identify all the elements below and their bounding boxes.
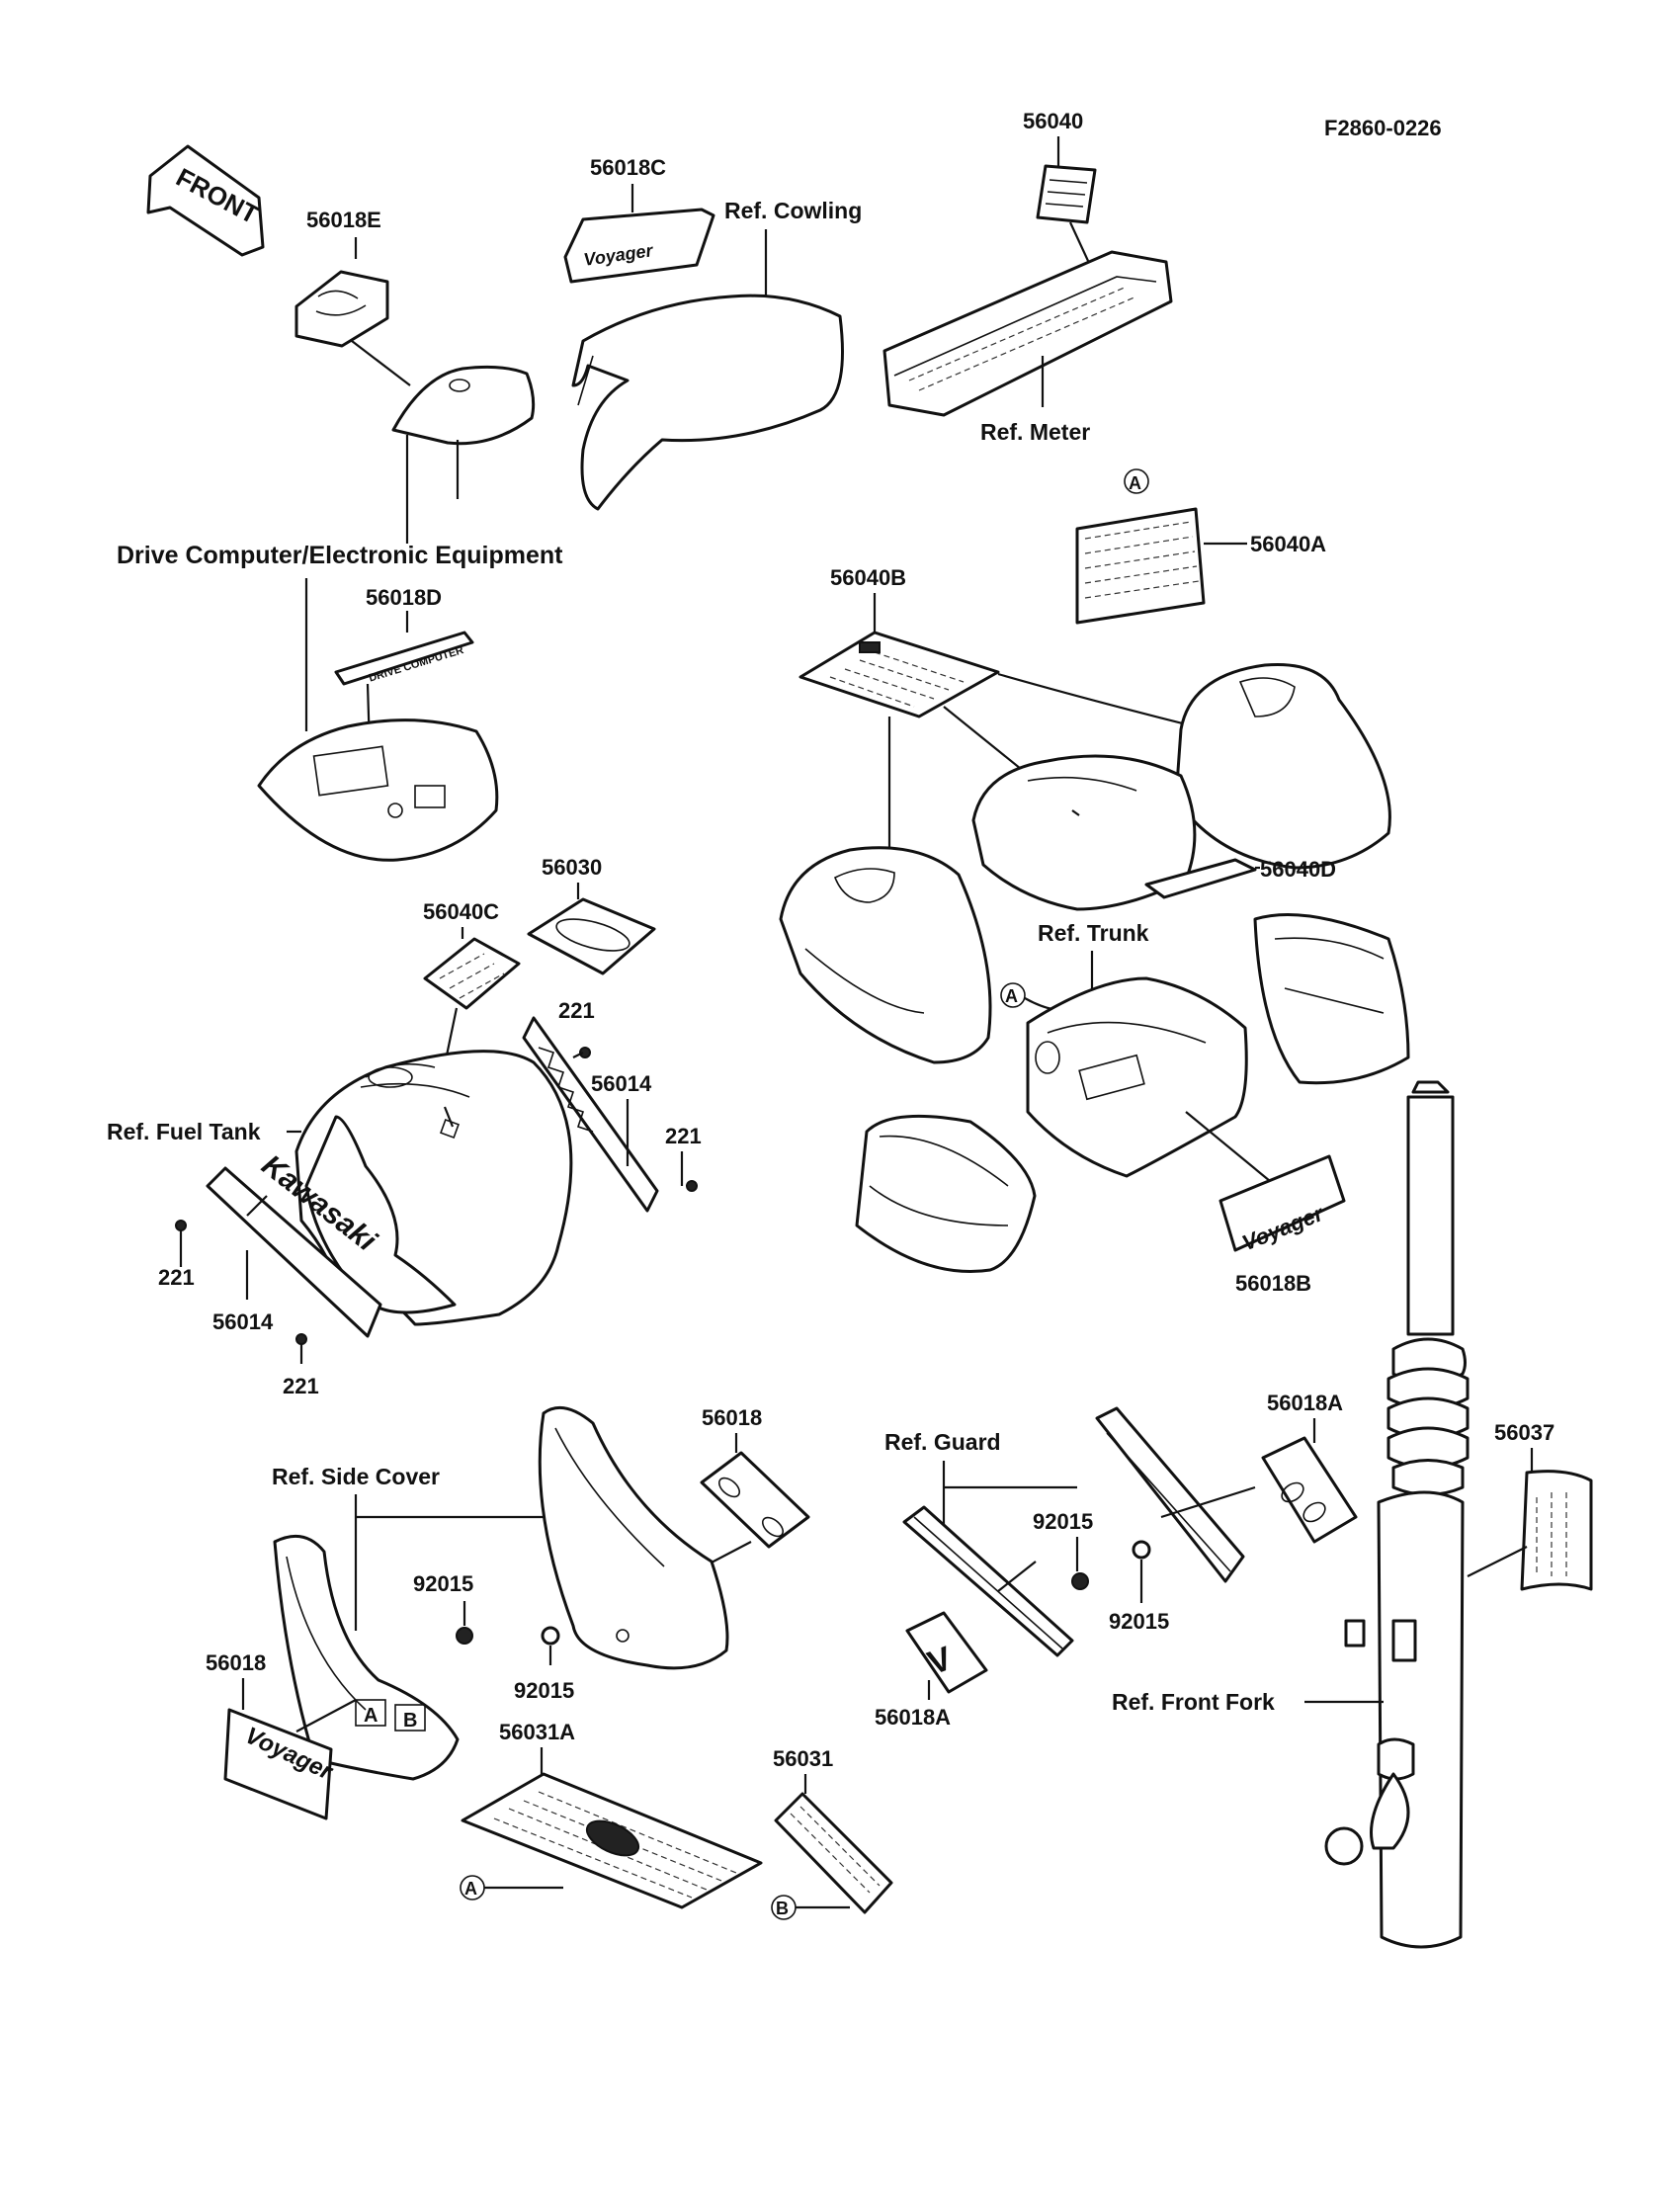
label-92015-guard-top: 92015 xyxy=(1033,1509,1093,1534)
part-56018a-v-emblem: V xyxy=(905,1611,988,1694)
figure-code: F2860-0226 xyxy=(1324,116,1442,140)
label-56031a: 56031A xyxy=(499,1720,575,1744)
label-ref-meter: Ref. Meter xyxy=(980,419,1090,445)
part-56018d-strip: DRIVE COMPUTER xyxy=(334,631,474,686)
label-drive-computer: Drive Computer/Electronic Equipment xyxy=(117,542,563,569)
label-56018c: 56018C xyxy=(590,155,666,180)
label-56018d: 56018D xyxy=(366,585,442,610)
part-56040c-label xyxy=(423,937,521,1010)
ref-cowling-part xyxy=(571,294,844,511)
label-ref-fuel-tank: Ref. Fuel Tank xyxy=(107,1119,261,1144)
circle-a-icon xyxy=(1124,468,1149,494)
ref-front-fork-part xyxy=(1324,1080,1470,1949)
label-56040b: 56040B xyxy=(830,565,906,590)
label-92015-side-mid: 92015 xyxy=(514,1678,574,1703)
label-56018b: 56018B xyxy=(1235,1271,1311,1296)
label-56030: 56030 xyxy=(542,855,602,880)
label-ref-guard: Ref. Guard xyxy=(884,1429,1001,1455)
label-56014-right: 56014 xyxy=(591,1071,652,1096)
label-56018a-top: 56018A xyxy=(1267,1391,1343,1415)
label-56040d: 56040D xyxy=(1260,857,1336,882)
part-56037-label xyxy=(1520,1470,1593,1591)
label-92015-guard-bottom: 92015 xyxy=(1109,1609,1169,1634)
trunk-body-left xyxy=(855,1114,1037,1274)
label-56040c: 56040C xyxy=(423,899,499,924)
part-56040d-strip xyxy=(1144,858,1257,899)
label-56018e: 56018E xyxy=(306,208,381,232)
label-56031: 56031 xyxy=(773,1746,833,1771)
label-ref-front-fork: Ref. Front Fork xyxy=(1112,1689,1275,1715)
part-56040b-label-sheet xyxy=(798,631,1000,718)
label-56018-top: 56018 xyxy=(702,1405,762,1430)
circle-a-icon-trunk xyxy=(1000,982,1026,1008)
part-56018-plate xyxy=(700,1451,810,1549)
label-56018-left: 56018 xyxy=(206,1650,266,1675)
drive-computer-console xyxy=(257,718,499,862)
label-56040: 56040 xyxy=(1023,109,1083,133)
ref-fuel-tank-part xyxy=(294,1050,573,1326)
sidecover-a-box xyxy=(355,1699,386,1727)
label-56040a: 56040A xyxy=(1250,532,1326,556)
trunk-body-center xyxy=(1026,976,1248,1178)
part-56030-decal xyxy=(527,897,656,975)
circle-a-label: A xyxy=(1129,473,1141,493)
part-56031a-label-sheet xyxy=(461,1772,763,1909)
part-56018b-voyager-decal: Voyager xyxy=(1218,1154,1346,1255)
guard-rail-right xyxy=(1095,1406,1245,1583)
sidecover-b-box xyxy=(394,1704,426,1732)
trunk-lid-left xyxy=(779,846,992,1064)
label-56037: 56037 xyxy=(1494,1420,1554,1445)
label-221-top: 221 xyxy=(558,998,595,1023)
label-56018a-bottom: 56018A xyxy=(875,1705,951,1730)
trunk-lid-center xyxy=(971,754,1197,911)
part-56040a-label-sheet xyxy=(1075,507,1206,625)
label-ref-side-cover: Ref. Side Cover xyxy=(272,1464,440,1489)
ref-meter-part xyxy=(882,250,1173,417)
label-221-left: 221 xyxy=(158,1265,195,1290)
trunk-body-right xyxy=(1253,913,1410,1085)
part-56018e-emblem xyxy=(294,270,389,348)
decal-sidecover-b: B xyxy=(403,1710,417,1732)
drive-computer-top-unit xyxy=(391,365,536,499)
part-56018c-emblem: Voyager xyxy=(563,208,715,284)
guard-rail-left xyxy=(902,1505,1074,1657)
label-56014-left: 56014 xyxy=(212,1310,274,1334)
label-221-right: 221 xyxy=(665,1124,702,1148)
circle-a-label-bottom: A xyxy=(464,1879,477,1899)
front-arrow-icon: FRONT xyxy=(146,144,265,257)
part-56031-label-sheet xyxy=(774,1792,893,1914)
trunk-lid-right xyxy=(1174,662,1391,870)
part-56018a-plate xyxy=(1261,1436,1358,1544)
label-ref-trunk: Ref. Trunk xyxy=(1038,920,1149,946)
part-56014-right-strip xyxy=(522,1016,659,1213)
circle-a-label-trunk: A xyxy=(1005,986,1018,1006)
circle-b-label: B xyxy=(776,1899,789,1918)
part-56040-label-sheet xyxy=(1036,164,1097,224)
decal-sidecover-a: A xyxy=(364,1705,378,1727)
label-92015-side-left: 92015 xyxy=(413,1571,473,1596)
label-ref-cowling: Ref. Cowling xyxy=(724,198,862,223)
label-221-bottom: 221 xyxy=(283,1374,319,1398)
ref-side-cover-right xyxy=(538,1405,729,1670)
